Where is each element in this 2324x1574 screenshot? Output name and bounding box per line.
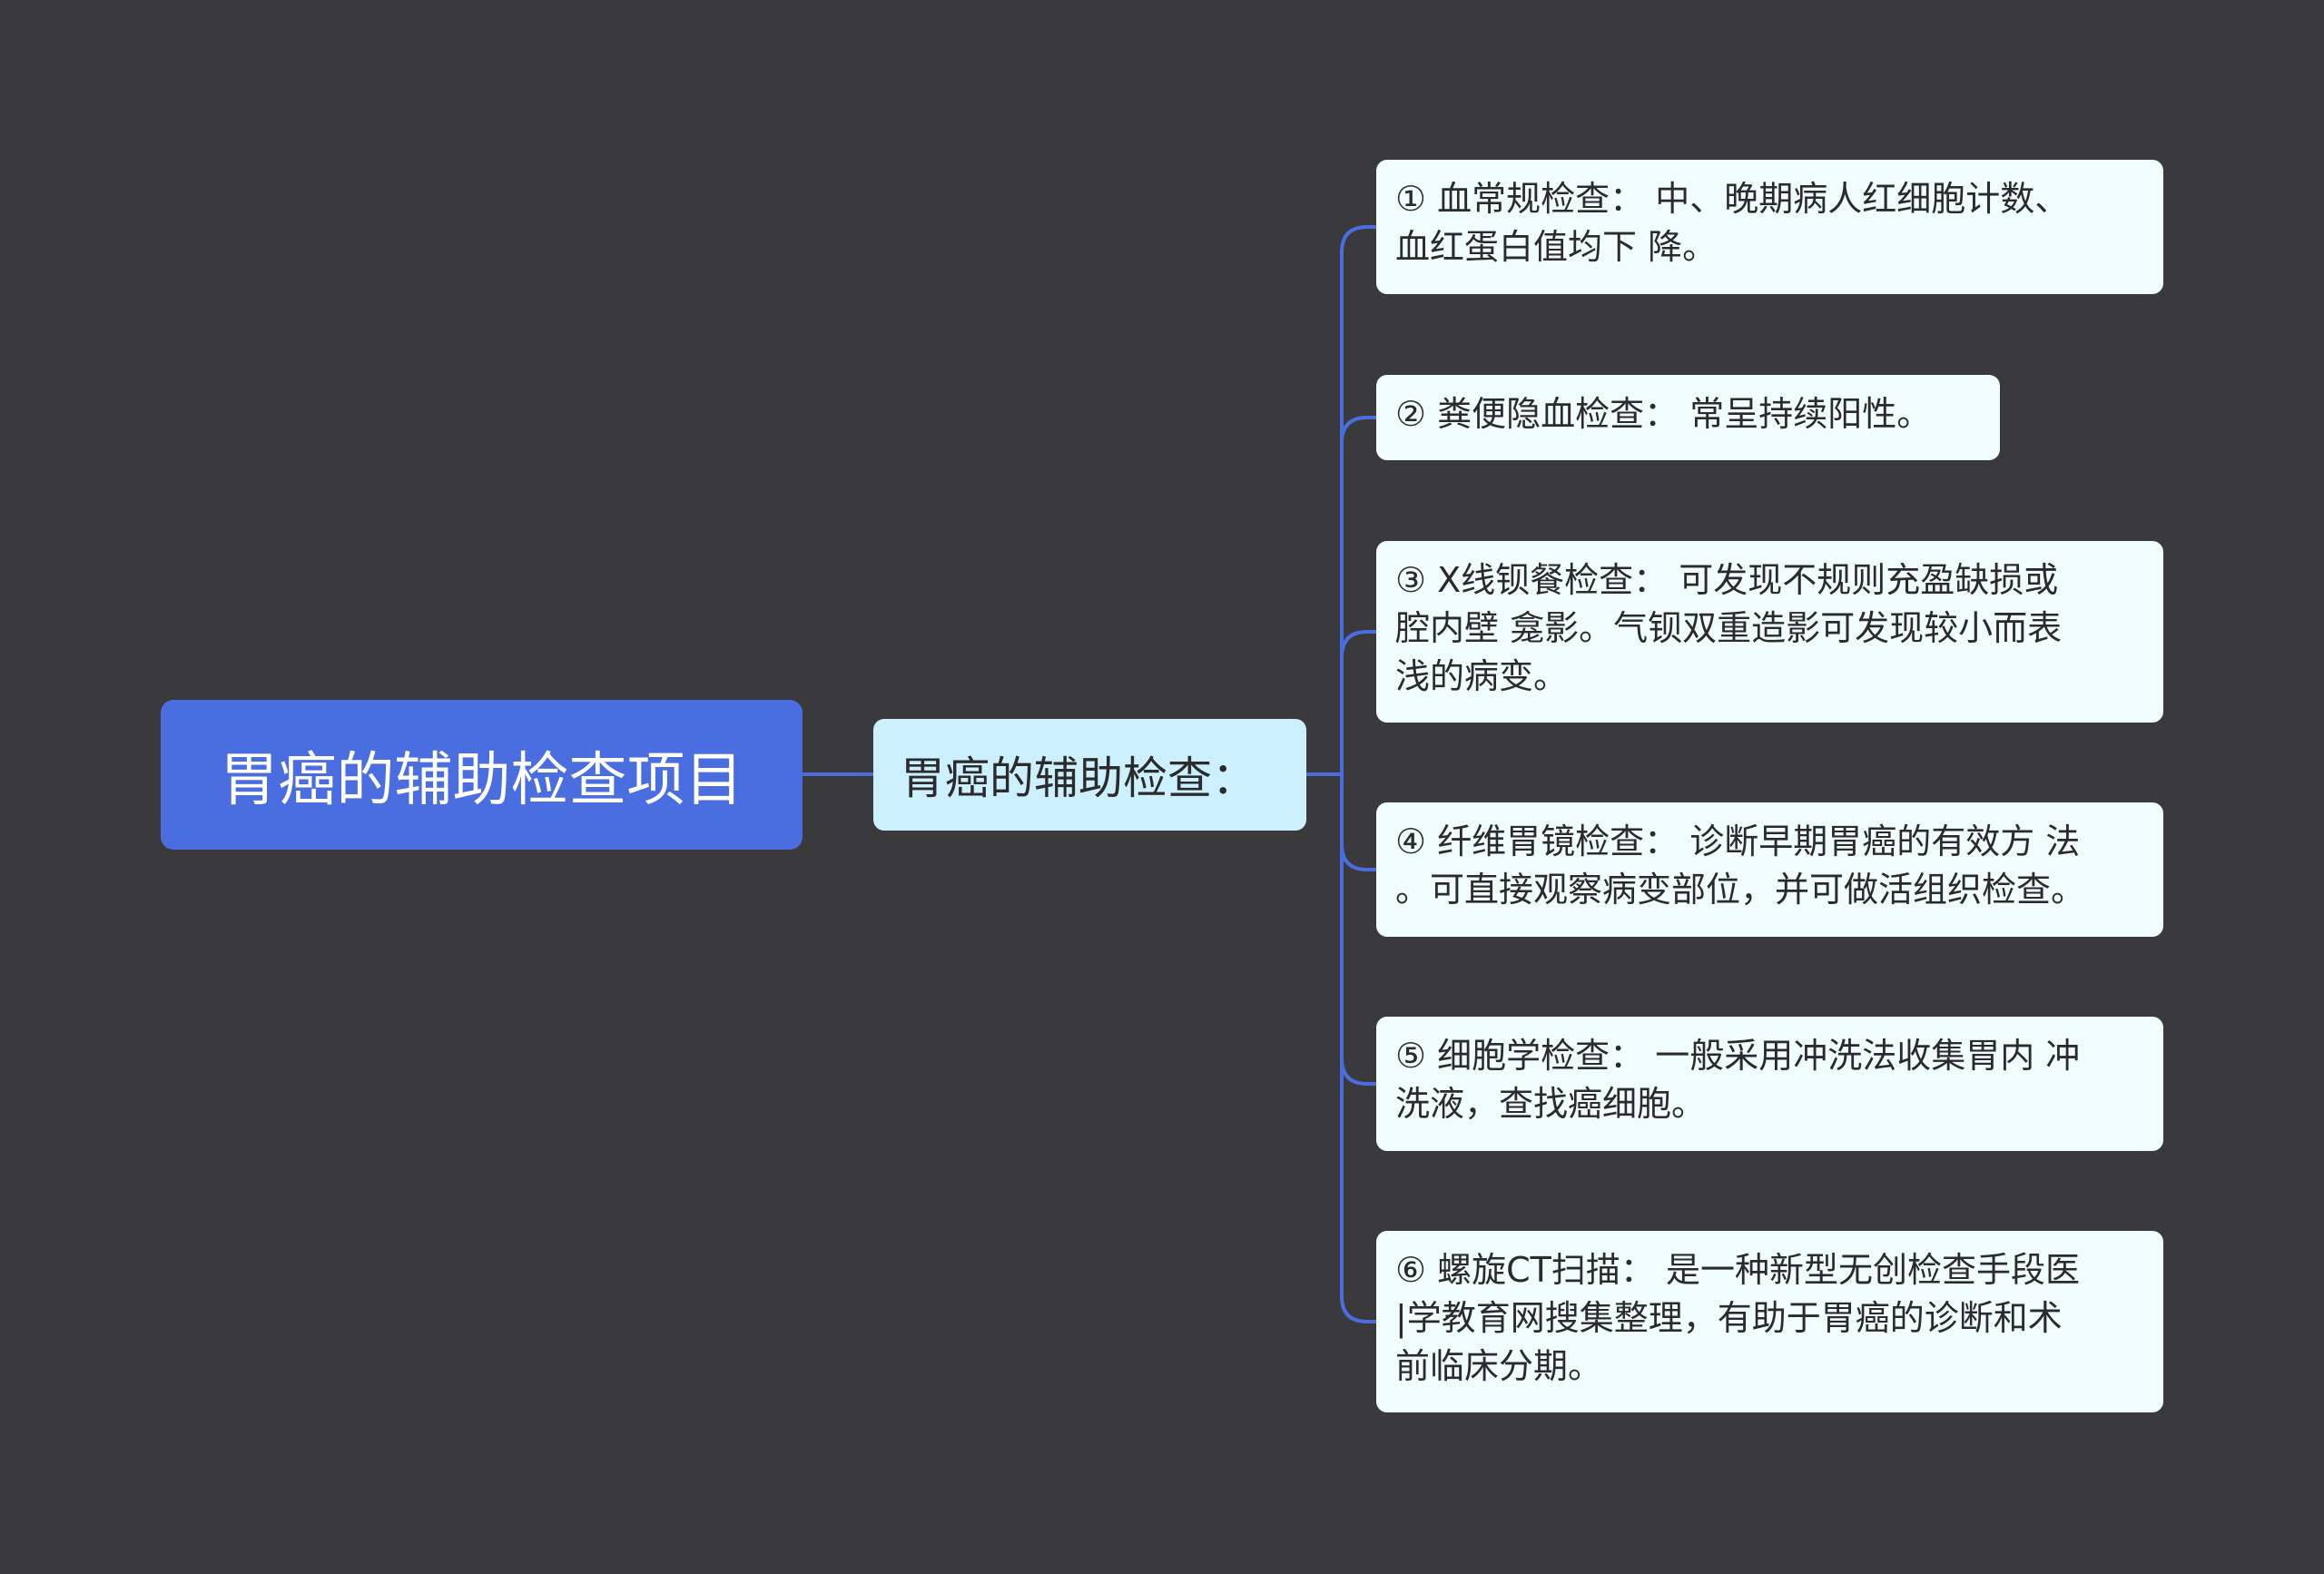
leaf-text-line: ⑥ 螺旋CT扫描： 是一种新型无创检查手段医	[1395, 1250, 2080, 1290]
leaf-connector-1	[1340, 225, 1378, 776]
leaf-text-line: 。可直接观察病变部位，并可做活组织检查。	[1395, 870, 2086, 910]
leaf-connector-2	[1340, 416, 1378, 776]
leaf-topic-1[interactable]: ① 血常规检查： 中、晚期病人红细胞计数、 血红蛋白值均下 降。	[1376, 160, 2163, 294]
leaf-connector-6	[1340, 772, 1378, 1323]
leaf-topic-3[interactable]: ③ X线钡餐检查： 可发现不规则充盈缺损或 腔内壁 龛影。气钡双重造影可发现较小…	[1376, 541, 2163, 723]
branch-topic-label: 胃癌的辅助检查：	[901, 753, 1257, 804]
leaf-text-line: 血红蛋白值均下 降。	[1395, 227, 1718, 267]
branch-topic[interactable]: 胃癌的辅助检查：	[873, 719, 1306, 831]
leaf-text-line: 前临床分期。	[1395, 1346, 1603, 1386]
leaf-text-line: 洗液，查找癌细胞。	[1395, 1084, 1707, 1124]
leaf-topic-5[interactable]: ⑤ 细胞学检查： 一般采用冲洗法收集胃内 冲 洗液，查找癌细胞。	[1376, 1017, 2163, 1151]
leaf-text-line: ③ X线钡餐检查： 可发现不规则充盈缺损或	[1395, 560, 2059, 600]
leaf-text-line: |学教育网搜集整理，有助于胃癌的诊断和术	[1395, 1298, 2063, 1338]
leaf-text-line: ④ 纤维胃镜检查： 诊断早期胃癌的有效方 法	[1395, 821, 2081, 861]
leaf-topic-6[interactable]: ⑥ 螺旋CT扫描： 是一种新型无创检查手段医 |学教育网搜集整理，有助于胃癌的诊…	[1376, 1231, 2163, 1412]
leaf-topic-2[interactable]: ② 粪便隐血检查： 常呈持续阳性。	[1376, 375, 2000, 460]
leaf-text-line: ⑤ 细胞学检查： 一般采用冲洗法收集胃内 冲	[1395, 1036, 2081, 1076]
root-topic-label: 胃癌的辅助检查项目	[220, 746, 743, 814]
leaf-text-line: 浅的病变。	[1395, 656, 1569, 696]
leaf-connector-3	[1340, 630, 1378, 776]
leaf-connector-4	[1340, 772, 1378, 871]
leaf-topic-4[interactable]: ④ 纤维胃镜检查： 诊断早期胃癌的有效方 法 。可直接观察病变部位，并可做活组织…	[1376, 802, 2163, 937]
leaf-text-line: ② 粪便隐血检查： 常呈持续阳性。	[1395, 394, 1932, 434]
leaf-text-line: 腔内壁 龛影。气钡双重造影可发现较小而表	[1395, 608, 2063, 648]
leaf-text-line: ① 血常规检查： 中、晚期病人红细胞计数、	[1395, 179, 2070, 219]
leaf-connector-5	[1340, 772, 1378, 1086]
root-topic[interactable]: 胃癌的辅助检查项目	[161, 700, 803, 850]
